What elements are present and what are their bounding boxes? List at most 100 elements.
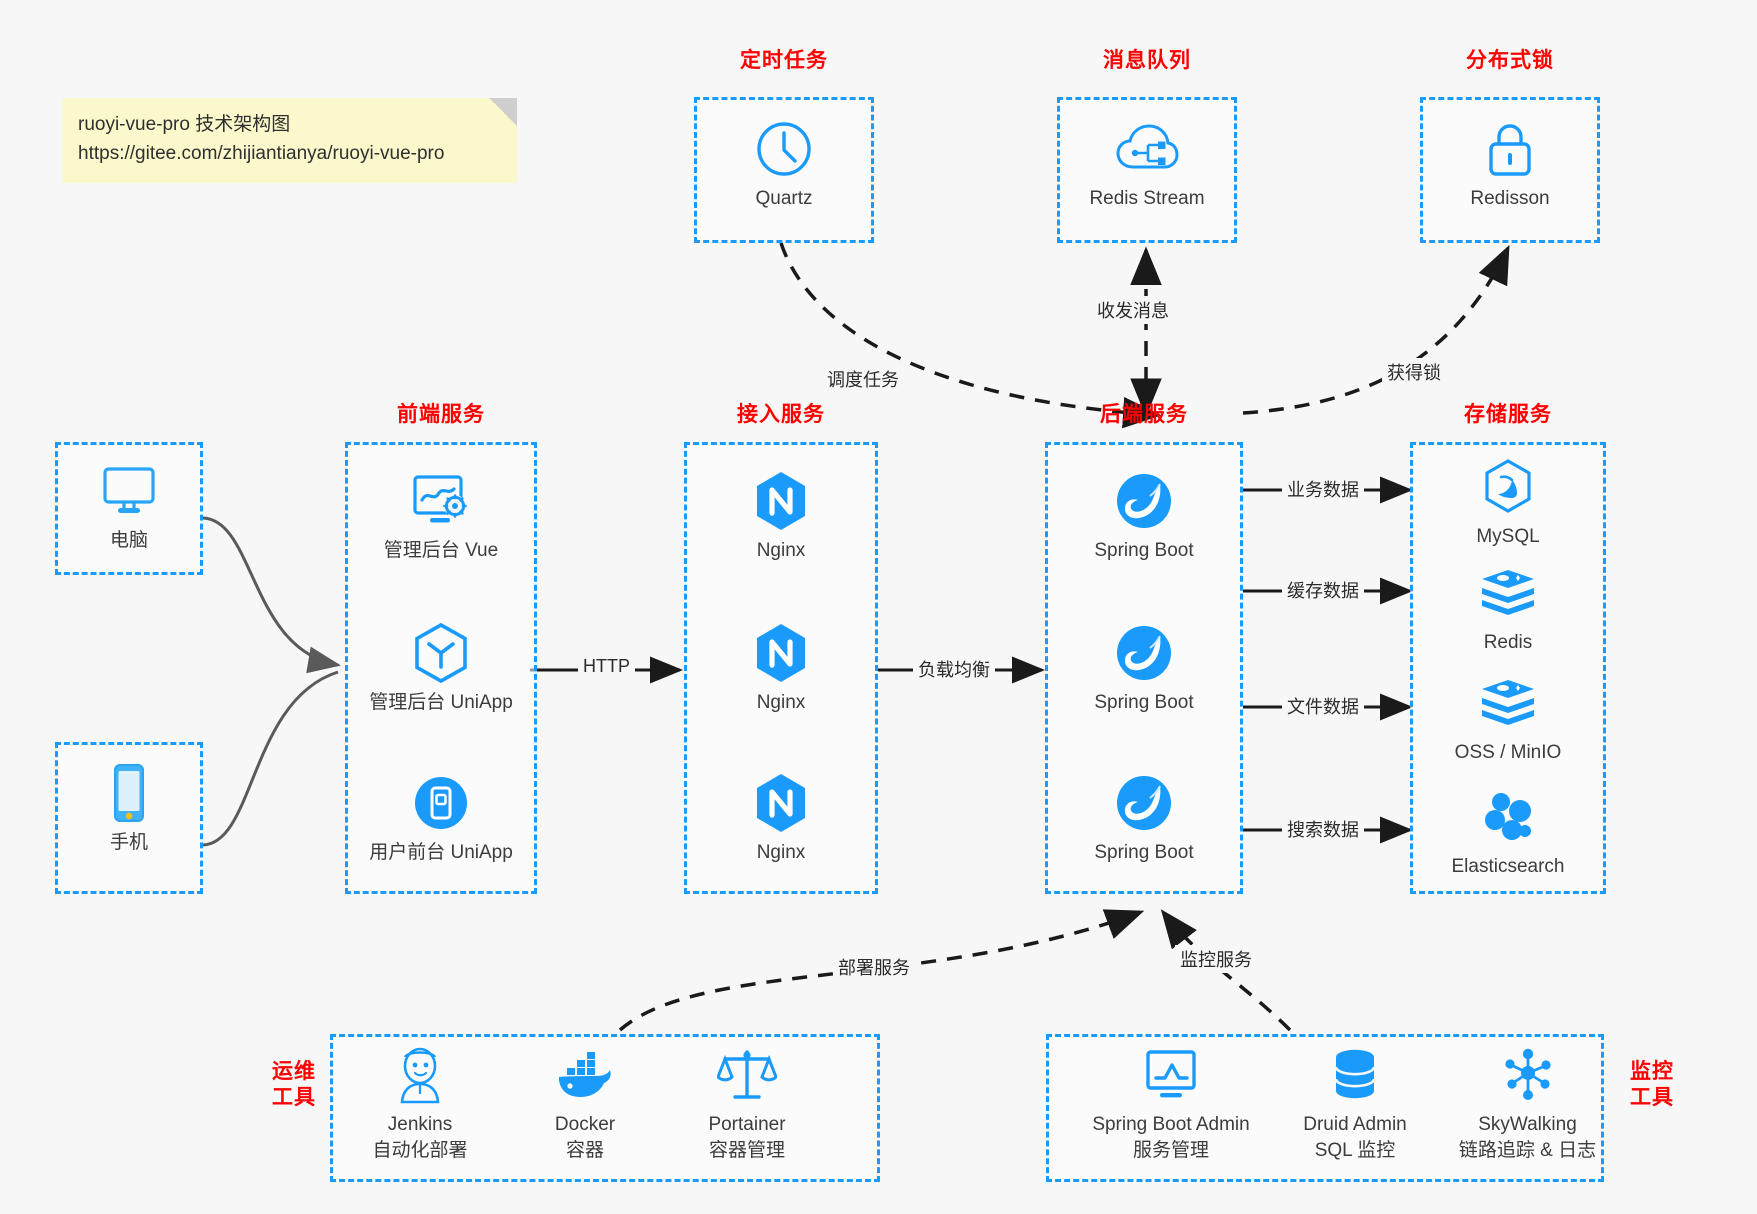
devops-title-line1: 运维 <box>272 1060 316 1083</box>
node-mobile[interactable]: 手机 <box>54 762 204 856</box>
node-label: Jenkins <box>387 1114 453 1135</box>
node-label: Portainer <box>708 1114 786 1135</box>
group-devops <box>330 1034 880 1182</box>
edge-label-acquire-lock: 获得锁 <box>1382 358 1446 386</box>
node-label: Spring Boot <box>1094 540 1194 561</box>
note-title-line: ruoyi-vue-pro 技术架构图 <box>78 114 291 135</box>
edge-label-file-data: 文件数据 <box>1282 692 1364 720</box>
edge-label-send-receive-message: 收发消息 <box>1092 296 1174 324</box>
group-title-gateway: 接入服务 <box>737 403 825 426</box>
node-label: 电脑 <box>109 530 148 551</box>
monitoring-title-line2: 工具 <box>1630 1086 1674 1110</box>
edge-label-schedule-task: 调度任务 <box>822 365 904 393</box>
group-monitoring <box>1046 1034 1604 1182</box>
node-desktop[interactable]: 电脑 <box>54 460 204 554</box>
node-sublabel: 服务管理 <box>1132 1139 1209 1161</box>
node-nginx-2[interactable]: Nginx <box>706 622 856 716</box>
nginx-icon <box>753 622 809 684</box>
node-label: 用户前台 UniApp <box>369 842 513 863</box>
node-druid-admin[interactable]: Druid Admin SQL 监控 <box>1270 1044 1440 1163</box>
node-label: Spring Boot <box>1094 842 1194 863</box>
node-label: Spring Boot Admin <box>1092 1114 1250 1135</box>
node-spring-boot-2[interactable]: Spring Boot <box>1069 622 1219 716</box>
node-quartz[interactable]: Quartz <box>709 118 859 212</box>
node-label: Redisson <box>1470 188 1550 209</box>
node-spring-boot-3[interactable]: Spring Boot <box>1069 772 1219 866</box>
node-label: Nginx <box>756 842 806 863</box>
node-label: Druid Admin <box>1303 1114 1407 1135</box>
node-label: Redis <box>1483 632 1533 653</box>
node-label: MySQL <box>1476 526 1540 547</box>
edge-label-load-balance: 负载均衡 <box>913 655 995 683</box>
mobile-app-icon <box>412 772 470 834</box>
node-oss-minio[interactable]: OSS / MinIO <box>1433 672 1583 766</box>
spring-boot-icon <box>1114 470 1174 532</box>
group-distributed-lock <box>1420 97 1600 243</box>
node-redis-stream[interactable]: Redis Stream <box>1072 118 1222 212</box>
node-user-uniapp[interactable]: 用户前台 UniApp <box>366 772 516 866</box>
node-label: SkyWalking <box>1478 1114 1577 1135</box>
group-title-frontend: 前端服务 <box>397 403 485 426</box>
portainer-scales-icon <box>717 1044 777 1106</box>
edge-label-deploy-service: 部署服务 <box>833 953 915 981</box>
object-storage-icon <box>1478 672 1538 734</box>
devops-title-line2: 工具 <box>272 1086 316 1110</box>
node-label: Nginx <box>756 692 806 713</box>
node-jenkins[interactable]: Jenkins 自动化部署 <box>345 1044 495 1163</box>
node-sublabel: 自动化部署 <box>372 1139 468 1161</box>
spring-boot-icon <box>1114 772 1174 834</box>
node-spring-boot-1[interactable]: Spring Boot <box>1069 470 1219 564</box>
node-admin-vue[interactable]: 管理后台 Vue <box>366 470 516 564</box>
node-label: OSS / MinIO <box>1454 742 1562 763</box>
node-sublabel: 链路追踪 & 日志 <box>1458 1139 1597 1161</box>
node-label: Quartz <box>755 188 813 209</box>
skywalking-nodes-icon <box>1499 1044 1557 1106</box>
node-elasticsearch[interactable]: Elasticsearch <box>1433 786 1583 880</box>
diagram-note: ruoyi-vue-pro 技术架构图 https://gitee.com/zh… <box>62 98 517 183</box>
mysql-dolphin-icon <box>1481 456 1535 518</box>
node-portainer[interactable]: Portainer 容器管理 <box>672 1044 822 1163</box>
node-mysql[interactable]: MySQL <box>1433 456 1583 550</box>
node-redis[interactable]: Redis <box>1433 562 1583 656</box>
spring-boot-icon <box>1114 622 1174 684</box>
group-title-backend: 后端服务 <box>1100 403 1188 426</box>
clock-icon <box>755 118 813 180</box>
desktop-monitor-icon <box>99 460 159 522</box>
dashboard-gear-icon <box>410 470 472 532</box>
group-title-message-queue: 消息队列 <box>1103 49 1191 72</box>
group-title-storage: 存储服务 <box>1464 403 1552 426</box>
group-title-monitoring: 监控 工具 <box>1616 1059 1688 1112</box>
edge-label-monitor-service: 监控服务 <box>1175 945 1257 973</box>
note-fold-corner <box>489 98 517 126</box>
node-nginx-1[interactable]: Nginx <box>706 470 856 564</box>
jenkins-butler-icon <box>394 1044 446 1106</box>
node-sublabel: 容器管理 <box>708 1139 785 1161</box>
mobile-phone-icon <box>107 762 151 824</box>
hexagon-cube-icon <box>412 622 470 684</box>
database-stack-icon <box>1329 1044 1381 1106</box>
edge-label-http: HTTP <box>578 655 635 678</box>
monitor-chart-icon <box>1142 1044 1200 1106</box>
nginx-icon <box>753 470 809 532</box>
elasticsearch-icon <box>1479 786 1537 848</box>
note-url-line: https://gitee.com/zhijiantianya/ruoyi-vu… <box>78 143 445 165</box>
lock-icon <box>1483 118 1537 180</box>
redis-stack-icon <box>1478 562 1538 624</box>
edge-label-business-data: 业务数据 <box>1282 475 1364 503</box>
node-nginx-3[interactable]: Nginx <box>706 772 856 866</box>
group-storage <box>1410 442 1606 894</box>
node-label: Nginx <box>756 540 806 561</box>
group-title-devops: 运维 工具 <box>258 1059 330 1112</box>
node-skywalking[interactable]: SkyWalking 链路追踪 & 日志 <box>1440 1044 1615 1163</box>
node-redisson[interactable]: Redisson <box>1435 118 1585 212</box>
edge-label-cache-data: 缓存数据 <box>1282 576 1364 604</box>
nginx-icon <box>753 772 809 834</box>
node-label: 管理后台 Vue <box>383 540 499 561</box>
node-docker[interactable]: Docker 容器 <box>510 1044 660 1163</box>
node-label: Elasticsearch <box>1451 856 1565 877</box>
node-label: Spring Boot <box>1094 692 1194 713</box>
docker-whale-icon <box>553 1044 617 1106</box>
node-admin-uniapp[interactable]: 管理后台 UniApp <box>366 622 516 716</box>
node-spring-boot-admin[interactable]: Spring Boot Admin 服务管理 <box>1076 1044 1266 1163</box>
